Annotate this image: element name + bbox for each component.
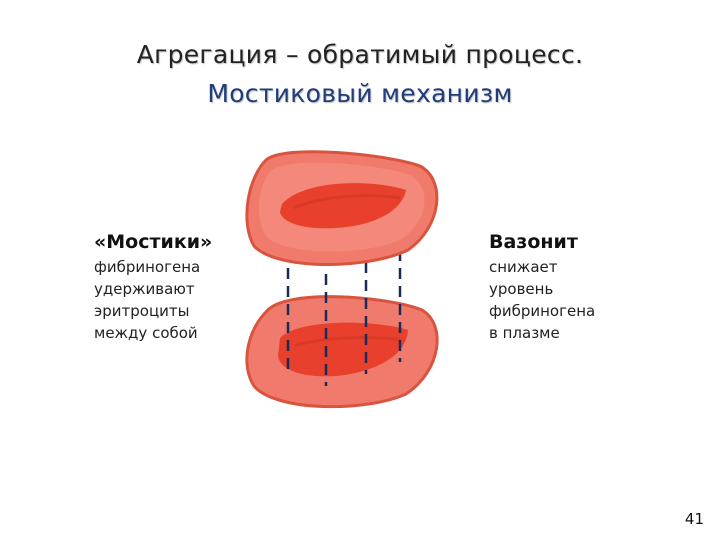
right-line: уровень: [489, 280, 554, 298]
bottom-cell-inner: [278, 322, 408, 377]
fibrinogen-bridges: [286, 250, 402, 386]
left-line: фибриногена: [94, 258, 201, 276]
bottom-cell-highlight: [293, 336, 401, 348]
left-description: фибриногена удерживают эритроциты между …: [94, 256, 200, 344]
page-number: 41: [684, 510, 704, 528]
top-red-blood-cell: [245, 150, 439, 266]
right-heading: Вазонит: [489, 231, 578, 253]
slide-title: Агрегация – обратимый процесс.: [136, 40, 584, 69]
right-line: в плазме: [489, 324, 560, 342]
bottom-red-blood-cell: [245, 295, 439, 409]
left-line: между собой: [94, 324, 198, 342]
right-description: снижает уровень фибриногена в плазме: [489, 256, 595, 344]
right-line: фибриногена: [489, 302, 596, 320]
right-line: снижает: [489, 258, 558, 276]
left-heading: «Мостики»: [94, 231, 213, 253]
left-line: удерживают: [94, 280, 195, 298]
top-cell-highlight: [293, 194, 401, 210]
red-blood-cells-bridging-icon: [245, 150, 439, 409]
left-line: эритроциты: [94, 302, 190, 320]
slide-subtitle: Мостиковый механизм: [207, 79, 513, 108]
